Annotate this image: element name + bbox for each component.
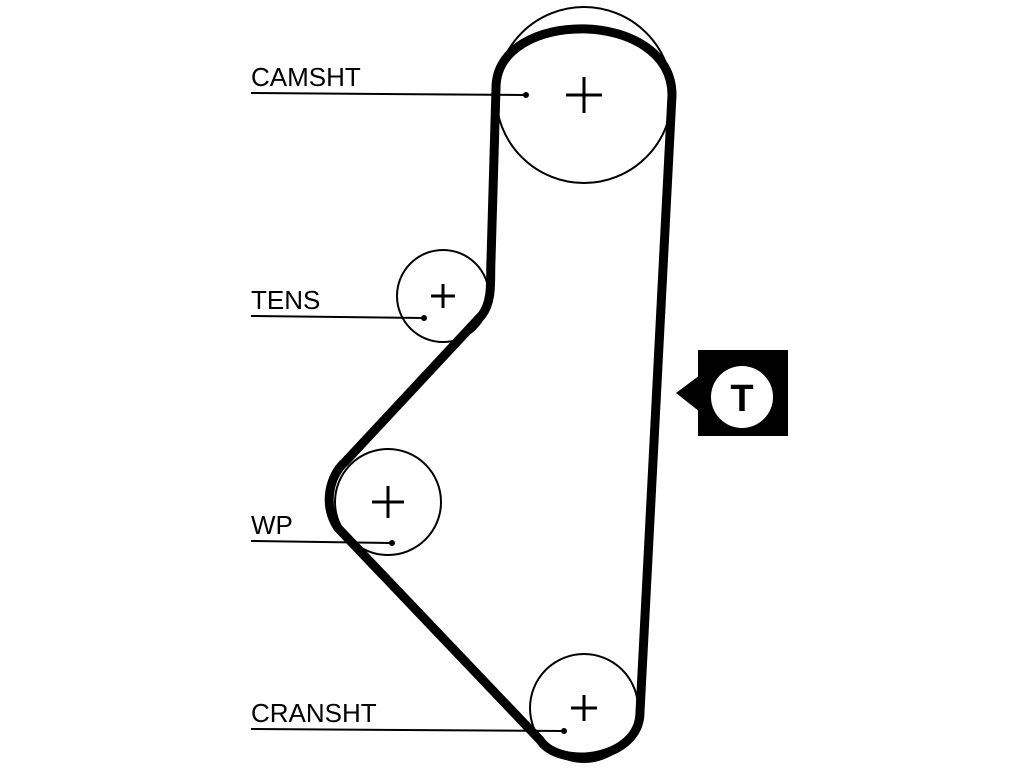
crankshaft-leader-dot bbox=[561, 728, 567, 734]
camshaft-callout: CAMSHT bbox=[250, 62, 529, 98]
camshaft-label: CAMSHT bbox=[251, 62, 361, 92]
water-pump-leader-dot bbox=[389, 540, 395, 546]
tensioner-pulley bbox=[396, 249, 490, 343]
crankshaft-label: CRANSHT bbox=[251, 698, 377, 728]
water-pump-pulley bbox=[334, 448, 442, 556]
tensioner-callout: TENS bbox=[250, 285, 427, 321]
crankshaft-pulley bbox=[529, 653, 639, 763]
tensioner-label: TENS bbox=[251, 285, 320, 315]
tension-marker-letter: T bbox=[730, 378, 753, 420]
water-pump-callout: WP bbox=[250, 510, 395, 546]
tensioner-leader-dot bbox=[421, 315, 427, 321]
water-pump-label: WP bbox=[251, 510, 293, 540]
water-pump-leader-line bbox=[250, 540, 392, 544]
crankshaft-leader-line bbox=[250, 728, 564, 732]
timing-belt bbox=[324, 24, 677, 762]
crankshaft-callout: CRANSHT bbox=[250, 698, 567, 734]
camshaft-leader-dot bbox=[523, 92, 529, 98]
tensioner-leader-line bbox=[250, 315, 424, 319]
camshaft-leader-line bbox=[250, 92, 526, 96]
tension-marker: T bbox=[676, 350, 788, 436]
